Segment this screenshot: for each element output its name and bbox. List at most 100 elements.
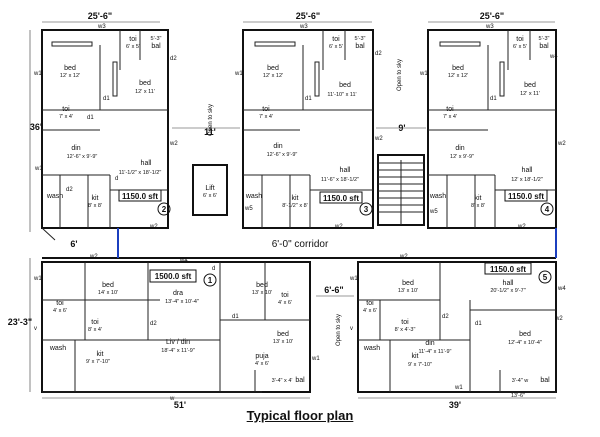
dim-top-left: 25'-6" (88, 11, 112, 21)
unit-area-label: 1150.0 sft (490, 265, 526, 274)
room-label: bed (64, 65, 76, 72)
room-label: wash (49, 345, 66, 352)
unit-area-label: 1150.0 sft (323, 194, 359, 203)
room-label: din (455, 145, 464, 152)
opening-tag: w4 (549, 54, 558, 60)
opening-tag: d1 (305, 96, 312, 102)
dim-top-mid: 25'-6" (296, 11, 320, 21)
room-label: bed (267, 65, 279, 72)
room-size: 12' x 18'-1/2" (511, 177, 543, 183)
room-label: wash (46, 193, 63, 200)
opening-tag: w1 (34, 166, 43, 172)
room-size: 4' x 6' (278, 300, 292, 306)
dim-top-right: 25'-6" (480, 11, 504, 21)
room-label: wash (245, 193, 262, 200)
opening-tag: d2 (150, 321, 157, 327)
opening-tag: w1 (234, 71, 243, 77)
room-size: 4' x 6' (53, 308, 67, 314)
room-label: wash (429, 193, 446, 200)
room-label: bed (524, 82, 536, 89)
unit-2: bed 12' x 12' bed 12' x 11' toi 6' x 5' … (33, 24, 178, 241)
opening-tag: d (212, 266, 215, 272)
room-label: toi (262, 106, 270, 113)
opening-tag: w5 (429, 209, 438, 215)
room-label: bal (539, 43, 549, 50)
room-label: bed (339, 82, 351, 89)
opening-tag: d1 (232, 314, 239, 320)
room-size: 12' x 9'-9" (450, 154, 474, 160)
room-label: kit (412, 353, 419, 360)
opening-tag: w2 (89, 254, 98, 260)
room-label: kit (475, 195, 482, 202)
open-to-sky-label: Open to sky (336, 314, 342, 346)
room-label: din (71, 145, 80, 152)
bottom-dimension-lines: 51' 39' 13'-6" (42, 391, 556, 410)
room-size: 13' x 10' (273, 339, 293, 345)
room-label: kit (97, 351, 104, 358)
room-size: 11'-10" x 11' (327, 92, 356, 98)
room-size: 13' x 10' (398, 288, 418, 294)
room-label: hall (503, 280, 514, 287)
plan-caption: Typical floor plan (246, 408, 354, 423)
room-size: 9' x 7'-10" (86, 359, 110, 365)
room-size: 8' x 4'-3" (395, 327, 416, 333)
room-size: 9' x 7'-10" (408, 362, 432, 368)
room-size: 7' x 4' (59, 114, 73, 120)
room-size: 7' x 4' (443, 114, 457, 120)
room-size: 14' x 10' (98, 290, 118, 296)
room-label: bal (540, 377, 550, 384)
opening-tag: d2 (170, 56, 177, 62)
opening-tag: d2 (442, 314, 449, 320)
room-label: bed (519, 331, 531, 338)
dim-left-top: 36' (30, 122, 42, 132)
room-label: wash (363, 345, 380, 352)
room-size: 12'-6" x 9'-9" (67, 154, 98, 160)
room-label: Liv / din (166, 339, 190, 346)
opening-tag: d1 (103, 96, 110, 102)
room-size: 12' x 11' (520, 91, 540, 97)
room-size: 8' x 8' (88, 203, 102, 209)
opening-tag: v (350, 326, 353, 332)
unit-3: bed 12' x 12' bed 11'-10" x 11' toi 6' x… (234, 24, 383, 230)
room-size: 11'-6" x 18'-1/2" (321, 177, 359, 183)
room-size: 12'-6" x 9'-9" (267, 152, 298, 158)
dim-left-bottom: 23'-3" (8, 317, 32, 327)
opening-tag: w2 (149, 224, 158, 230)
unit-1: bed 14' x 10' dra 13'-4" x 10'-4" bed 13… (33, 254, 320, 402)
room-size: 7' x 4' (259, 114, 273, 120)
room-label: toi (366, 300, 374, 307)
opening-tag: w2 (334, 224, 343, 230)
top-dimension-lines: 25'-6" 25'-6" 25'-6" (42, 11, 555, 23)
opening-tag: d2 (375, 51, 382, 57)
opening-tag: w2 (557, 141, 566, 147)
room-label: toi (91, 319, 99, 326)
room-size: 4' x 6' (363, 308, 377, 314)
opening-tag: w1 (419, 71, 428, 77)
opening-tag: w3 (485, 24, 494, 30)
opening-tag: w4 (557, 286, 566, 292)
room-size: 12' x 12' (448, 73, 468, 79)
room-label: kit (292, 195, 299, 202)
room-label: din (425, 340, 434, 347)
opening-tag: w2 (374, 136, 383, 142)
dim-gap-left: 6' (70, 239, 77, 249)
core-area-right: Open to sky 9' (376, 59, 426, 226)
opening-tag: w3 (97, 24, 106, 30)
room-label: bed (102, 282, 114, 289)
room-size: 6' x 5' (126, 44, 140, 50)
room-label: puja (255, 353, 268, 360)
core-area-left: Open to sky 11' Lift 6' x 6' (172, 104, 240, 216)
room-size: 12' x 11' (135, 89, 155, 95)
room-size: 13'-4" x 10'-4" (165, 299, 199, 305)
room-size: 11'-1/2" x 18'-1/2" (119, 170, 162, 176)
corridor-label: 6'-0" corridor (272, 239, 329, 250)
left-dimension-lines: 36' 23'-3" 6' (8, 30, 78, 392)
room-size: 6' x 5' (329, 44, 343, 50)
room-size: 3'-4" x 4' (272, 378, 293, 384)
room-label: bal (295, 377, 305, 384)
room-label: toi (281, 292, 289, 299)
unit-4: bed 12' x 12' bed 12' x 11' toi 6' x 5' … (419, 24, 566, 230)
room-size: 8'-1/2" x 8' (282, 203, 307, 209)
room-label: bed (402, 280, 414, 287)
opening-tag: w3 (299, 24, 308, 30)
